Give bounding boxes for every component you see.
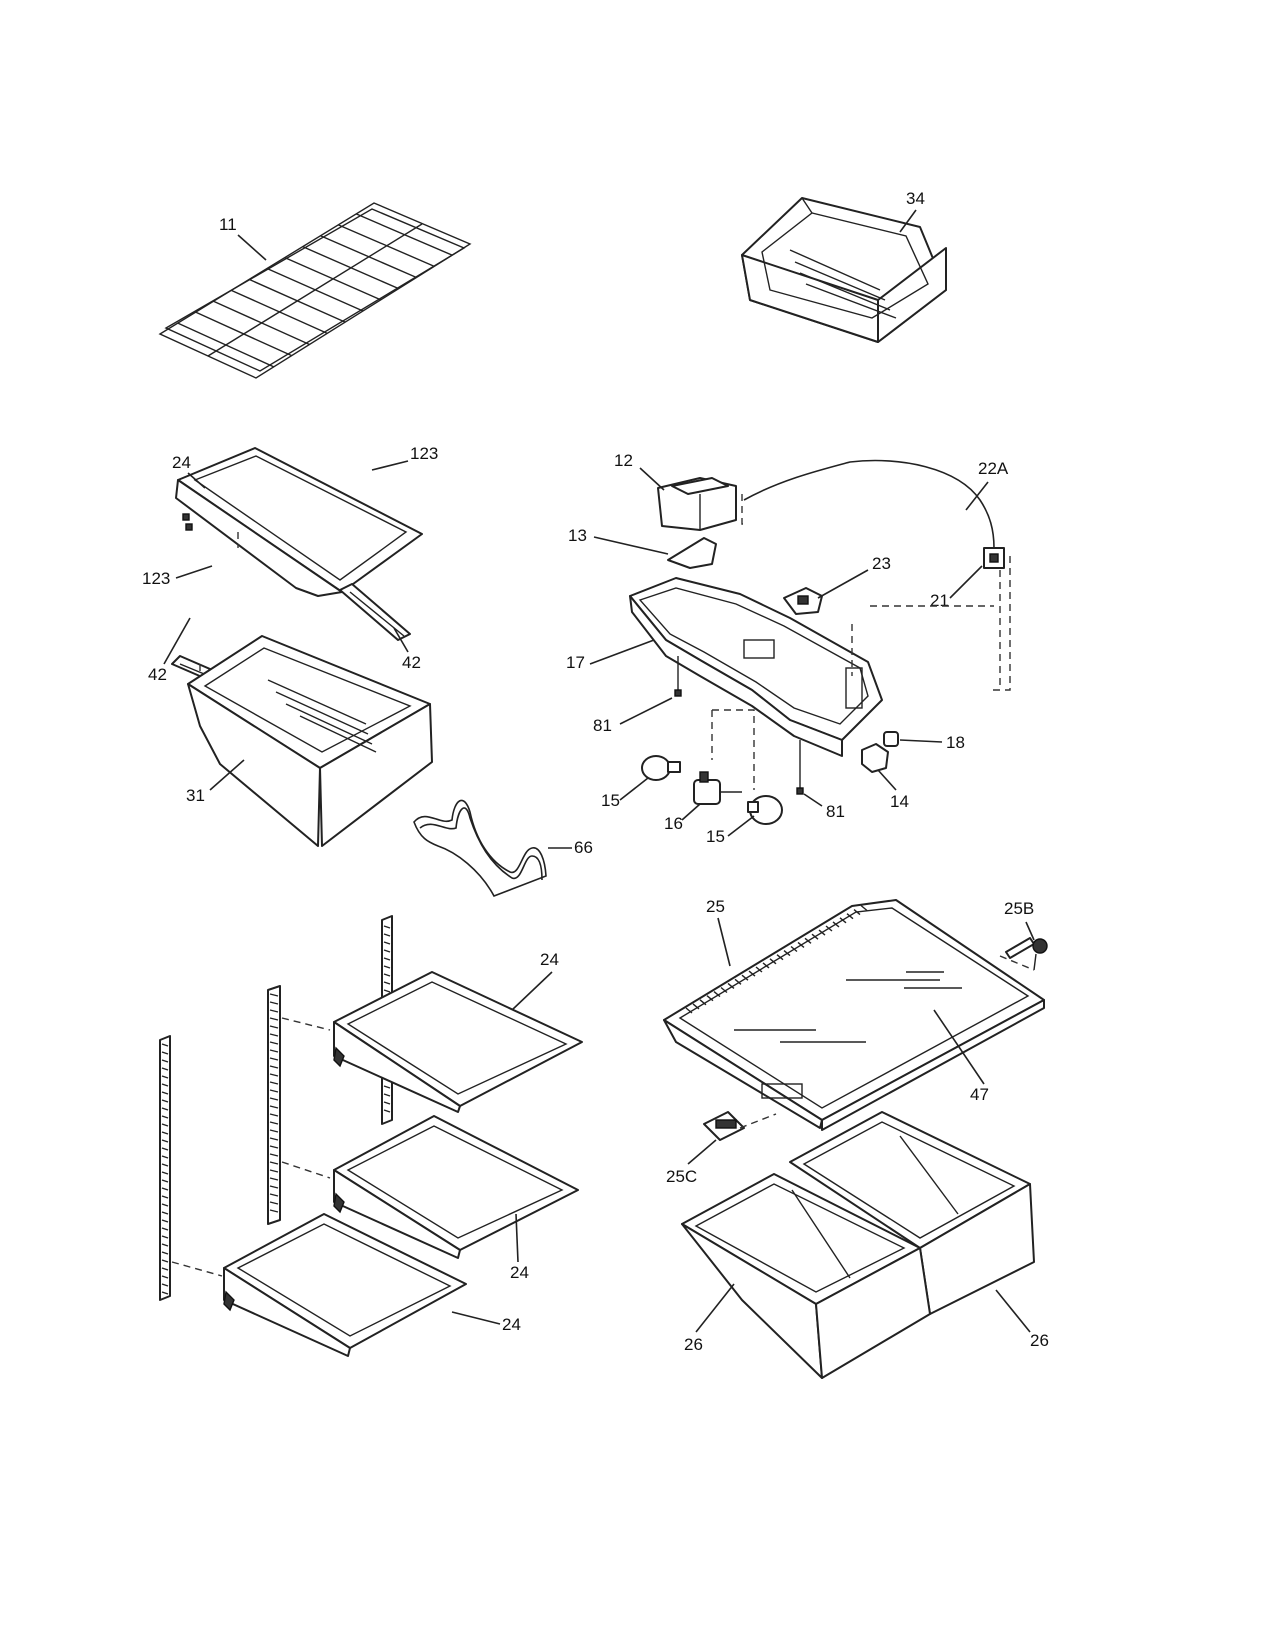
callout-34: 34 [906, 189, 925, 208]
callout-24-top: 24 [172, 453, 191, 472]
leader-13 [593, 536, 669, 555]
glass-shelf-24-top [175, 447, 423, 597]
leader-11 [237, 234, 267, 261]
leader-15-b [727, 815, 755, 837]
leader-22A [965, 481, 989, 511]
callout-22A: 22A [978, 459, 1009, 478]
leader-25B [1025, 921, 1035, 941]
leader-81-a [619, 697, 673, 725]
leader-26-a [695, 1283, 735, 1333]
light-shield-12 [657, 477, 737, 531]
callout-31: 31 [186, 786, 205, 805]
leader-47 [933, 1009, 985, 1085]
leader-17 [589, 639, 655, 665]
callout-25B: 25B [1004, 899, 1034, 918]
callout-26-b: 26 [1030, 1331, 1049, 1350]
leader-24-b1 [511, 971, 553, 1011]
wire-harness-22A [743, 459, 995, 549]
wire-rack-66 [413, 799, 547, 897]
crisper-pan-26-right [789, 1111, 1035, 1315]
leader-14 [877, 769, 897, 791]
leader-123-b [175, 565, 213, 579]
callout-25C: 25C [666, 1167, 697, 1186]
light-housing-17 [629, 577, 883, 757]
glass-shelf-24-lower [223, 1213, 467, 1357]
bulb-15-b [747, 795, 783, 825]
leader-12 [639, 467, 665, 491]
assembly-guide-25 [739, 955, 1035, 1129]
callout-123-b: 123 [142, 569, 170, 588]
callout-21: 21 [930, 591, 949, 610]
leader-42-right [393, 627, 409, 653]
callout-12: 12 [614, 451, 633, 470]
callout-16: 16 [664, 814, 683, 833]
leader-31 [209, 759, 245, 791]
callout-14: 14 [890, 792, 909, 811]
leader-26-b [995, 1289, 1031, 1333]
wire-shelf-11 [158, 202, 472, 379]
assembly-guide-light [711, 494, 1011, 790]
callout-123-a: 123 [410, 444, 438, 463]
callout-11: 11 [219, 215, 237, 234]
callout-13: 13 [568, 526, 587, 545]
callout-24-b3: 24 [502, 1315, 521, 1334]
glass-shelf-24-middle [333, 1115, 579, 1259]
callout-24-b2: 24 [510, 1263, 529, 1282]
callout-66: 66 [574, 838, 593, 857]
leader-42-left [163, 617, 191, 665]
callout-47: 47 [970, 1085, 989, 1104]
drawer-rail-42-right [339, 583, 411, 641]
cover-support-25B [1005, 937, 1048, 971]
callout-81-b: 81 [826, 802, 845, 821]
callout-15-b: 15 [706, 827, 725, 846]
switch-23 [783, 587, 823, 615]
callout-42-right: 42 [402, 653, 421, 672]
callout-18: 18 [946, 733, 965, 752]
leader-24-b3 [451, 1311, 501, 1325]
screw-81-a [674, 656, 682, 697]
crisper-pan-26-left [681, 1173, 931, 1379]
leader-18 [899, 739, 943, 743]
leader-21 [949, 565, 983, 599]
deli-drawer-31 [187, 635, 433, 847]
connector-21 [983, 547, 1005, 569]
crisper-cover-25 [663, 899, 1045, 1131]
leader-24-b2 [515, 1213, 519, 1263]
callout-23: 23 [872, 554, 891, 573]
leader-25 [717, 917, 731, 967]
cover-support-25C [703, 1111, 745, 1141]
switch-14 [861, 743, 889, 773]
screw-81-b [796, 740, 804, 795]
callout-15-a: 15 [601, 791, 620, 810]
callout-81-a: 81 [593, 716, 612, 735]
assembly-guide-24-lower [171, 1017, 331, 1277]
callout-26-a: 26 [684, 1335, 703, 1354]
leader-81-b [803, 793, 823, 807]
bulb-15-a [641, 755, 681, 781]
leader-25C [687, 1139, 717, 1165]
leader-16 [681, 803, 701, 821]
glass-shelf-24-upper [333, 971, 583, 1113]
leader-34 [899, 209, 917, 233]
leader-15-a [619, 777, 649, 801]
light-lens-13 [667, 537, 717, 569]
leader-24-top [187, 472, 206, 489]
thermostat-18 [883, 731, 899, 747]
callout-17: 17 [566, 653, 585, 672]
leader-123-a [371, 460, 409, 471]
socket-16 [693, 771, 742, 805]
callout-24-b1: 24 [540, 950, 559, 969]
leader-23 [817, 569, 869, 599]
callout-42-left: 42 [148, 665, 167, 684]
ice-bin-34 [741, 197, 947, 343]
callout-25: 25 [706, 897, 725, 916]
